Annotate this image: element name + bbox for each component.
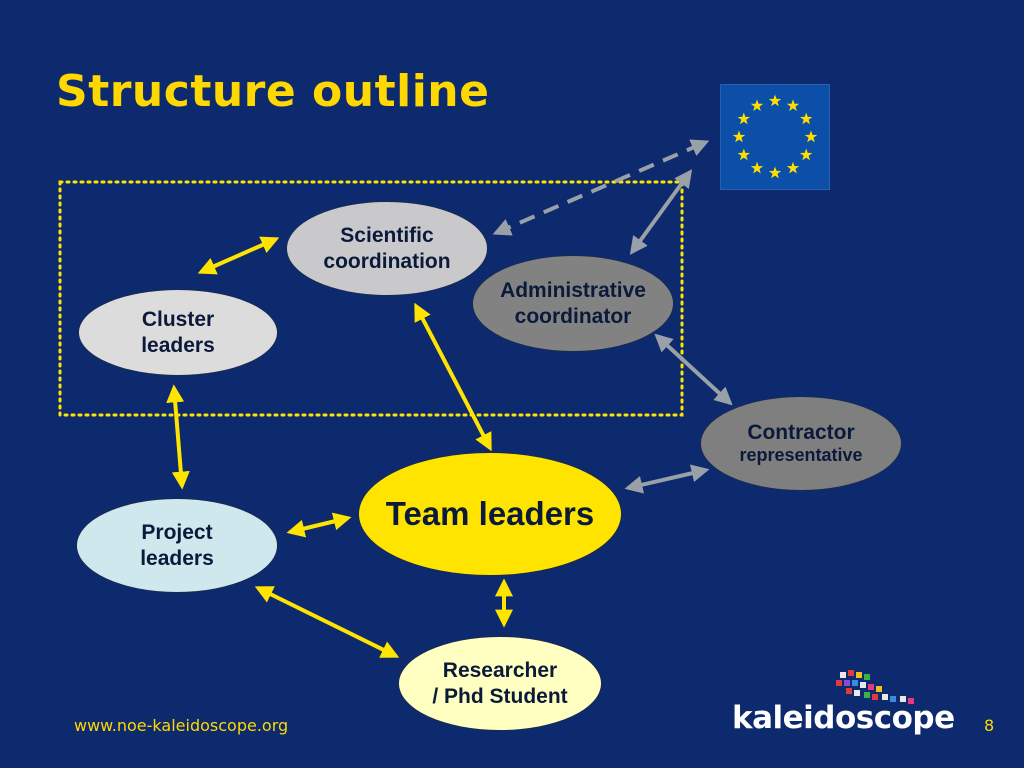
kaleidoscope-logo-mark: [836, 670, 914, 704]
kaleidoscope-logo: kaleidoscope: [728, 662, 955, 742]
eu-star: [768, 94, 782, 107]
eu-star: [750, 161, 764, 174]
node-team-label: Team leaders: [385, 494, 595, 532]
eu-star: [737, 112, 750, 125]
eu-star: [804, 130, 818, 143]
node-researcher-phd-student: Researcher / Phd Student: [398, 636, 602, 731]
arrow-administrative-eu: [629, 169, 693, 255]
node-scientific-coordination: Scientific coordination: [286, 201, 488, 296]
node-administrative-line1: Administrative: [500, 278, 646, 302]
arrow-project-team: [286, 512, 352, 538]
arrow-administrative-contractor: [654, 333, 733, 406]
node-scientific-line2: coordination: [323, 249, 451, 273]
eu-flag-icon: [720, 84, 830, 190]
node-contractor-line1: Contractor: [747, 420, 855, 444]
node-contractor-line2: representative: [739, 445, 863, 466]
eu-flag-stars: [732, 94, 818, 179]
arrow-team-contractor: [624, 464, 710, 494]
node-cluster-line2: leaders: [141, 333, 215, 357]
node-cluster-line1: Cluster: [141, 307, 215, 331]
eu-star: [732, 130, 746, 143]
arrow-cluster-scientific: [197, 236, 280, 275]
eu-star: [800, 112, 813, 125]
arrow-scientific-team: [414, 302, 492, 452]
node-researcher-line2: / Phd Student: [432, 684, 568, 708]
node-project-line2: leaders: [140, 546, 214, 570]
eu-star: [786, 99, 800, 112]
arrow-project-researcher: [254, 586, 400, 658]
eu-star: [768, 166, 782, 179]
node-contractor-representative: Contractor representative: [700, 396, 902, 491]
coordination-boundary: [58, 180, 684, 417]
footer-url: www.noe-kaleidoscope.org: [74, 716, 289, 735]
node-cluster-leaders: Cluster leaders: [78, 289, 278, 376]
eu-star: [786, 161, 800, 174]
page-number: 8: [984, 716, 995, 735]
node-project-line1: Project: [141, 520, 213, 544]
node-researcher-line1: Researcher: [442, 658, 558, 682]
arrow-cluster-project: [166, 384, 190, 490]
node-administrative-line2: coordinator: [514, 304, 632, 328]
logo-text: kaleidoscope: [732, 700, 955, 736]
node-administrative-coordinator: Administrative coordinator: [472, 255, 674, 352]
slide-title: Structure outline: [56, 66, 490, 117]
arrow-scientific-eu-dashed: [492, 139, 710, 236]
eu-star: [737, 148, 750, 161]
node-scientific-line1: Scientific: [340, 223, 434, 247]
node-project-leaders: Project leaders: [76, 498, 278, 593]
node-team-leaders: Team leaders: [358, 452, 622, 576]
eu-star: [750, 99, 764, 112]
eu-star: [800, 148, 813, 161]
